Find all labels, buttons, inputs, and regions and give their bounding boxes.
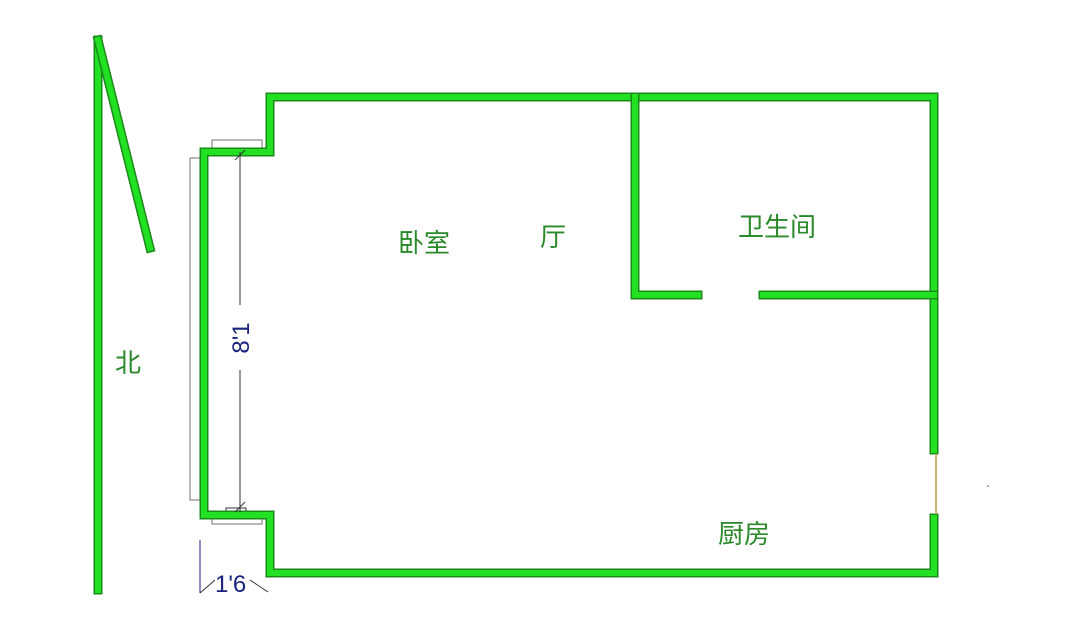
room-bathroom: 卫生间 — [738, 213, 816, 243]
north-label: 北 — [115, 349, 141, 379]
walls — [199, 92, 939, 578]
dimension-window-depth: 1'6 — [199, 540, 269, 598]
window-depth-label: 1'6 — [215, 571, 246, 598]
room-kitchen: 厨房 — [718, 520, 770, 550]
dot — [987, 485, 989, 487]
room-hall: 厅 — [540, 223, 566, 253]
room-bedroom: 卧室 — [398, 229, 450, 259]
window-height-label: 8'1 — [228, 322, 255, 353]
dimension-window-height: 8'1 — [228, 149, 255, 513]
north-arrow: 北 — [92, 34, 156, 595]
